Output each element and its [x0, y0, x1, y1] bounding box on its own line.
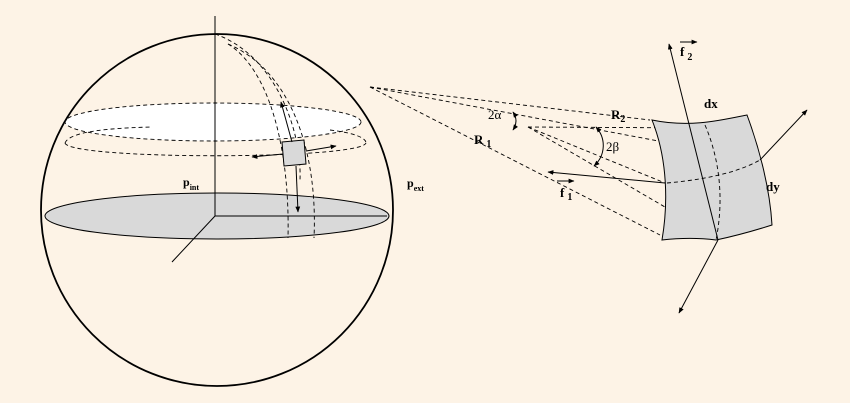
axis-f2: [667, 43, 719, 241]
meridian-1: [227, 43, 289, 239]
patch-curve-horizontal: [666, 159, 761, 184]
label-p-int-sub: int: [190, 183, 200, 192]
upper-section-ellipse: [64, 102, 362, 142]
label-f1-sub: 1: [567, 192, 572, 203]
lower-dashed-ring-top: [64, 126, 151, 144]
element-arrow-down: [295, 165, 301, 213]
element-arrow-up: [280, 101, 293, 143]
sphere-outline: [40, 33, 394, 387]
oblique-axis: [171, 215, 216, 263]
svg-text:f1: f1: [560, 185, 572, 203]
angle-arc-alpha: [512, 111, 518, 131]
label-dy: dy: [766, 179, 780, 194]
axis-diagonal: [759, 109, 808, 161]
element-arrow-right: [305, 144, 337, 152]
axis-f2-lower: [678, 239, 719, 314]
patch-curve-vertical: [704, 124, 721, 241]
radius-r2-dash-mid: [527, 126, 666, 184]
label-p-ext: p: [407, 176, 414, 190]
svg-text:f2: f2: [680, 44, 692, 63]
sphere-figure: pint pext: [40, 16, 424, 387]
label-f2-sub: 2: [687, 52, 692, 63]
label-f2: f: [680, 44, 685, 59]
label-r1: R: [474, 132, 484, 147]
svg-text:pint: pint: [183, 175, 199, 192]
label-r2: R: [611, 107, 621, 122]
label-f1: f: [560, 185, 565, 200]
label-r2-sub: 2: [620, 114, 625, 125]
axis-f1: [547, 170, 666, 184]
label-r1-sub: 1: [486, 139, 491, 150]
label-dx: dx: [704, 96, 718, 111]
lower-dashed-ring: [64, 142, 367, 157]
meridian-2: [227, 43, 315, 239]
label-two-beta: 2β: [606, 139, 620, 154]
svg-text:R2: R2: [611, 107, 625, 125]
surface-element: [281, 139, 307, 167]
label-p-ext-sub: ext: [414, 184, 425, 193]
label-two-alpha: 2α: [488, 107, 502, 122]
svg-text:pext: pext: [407, 176, 424, 193]
angle-arc-beta: [593, 126, 604, 167]
lower-dashed-ring-top-right: [329, 129, 367, 144]
curved-surface-patch: [651, 114, 773, 241]
radius-r1-dash-bottom: [369, 86, 661, 236]
meridian-3: [214, 33, 301, 181]
label-p-int: p: [183, 175, 190, 189]
element-arrow-left: [251, 153, 284, 159]
svg-text:R1: R1: [474, 132, 491, 150]
radius-r1-dash-top: [369, 86, 651, 121]
